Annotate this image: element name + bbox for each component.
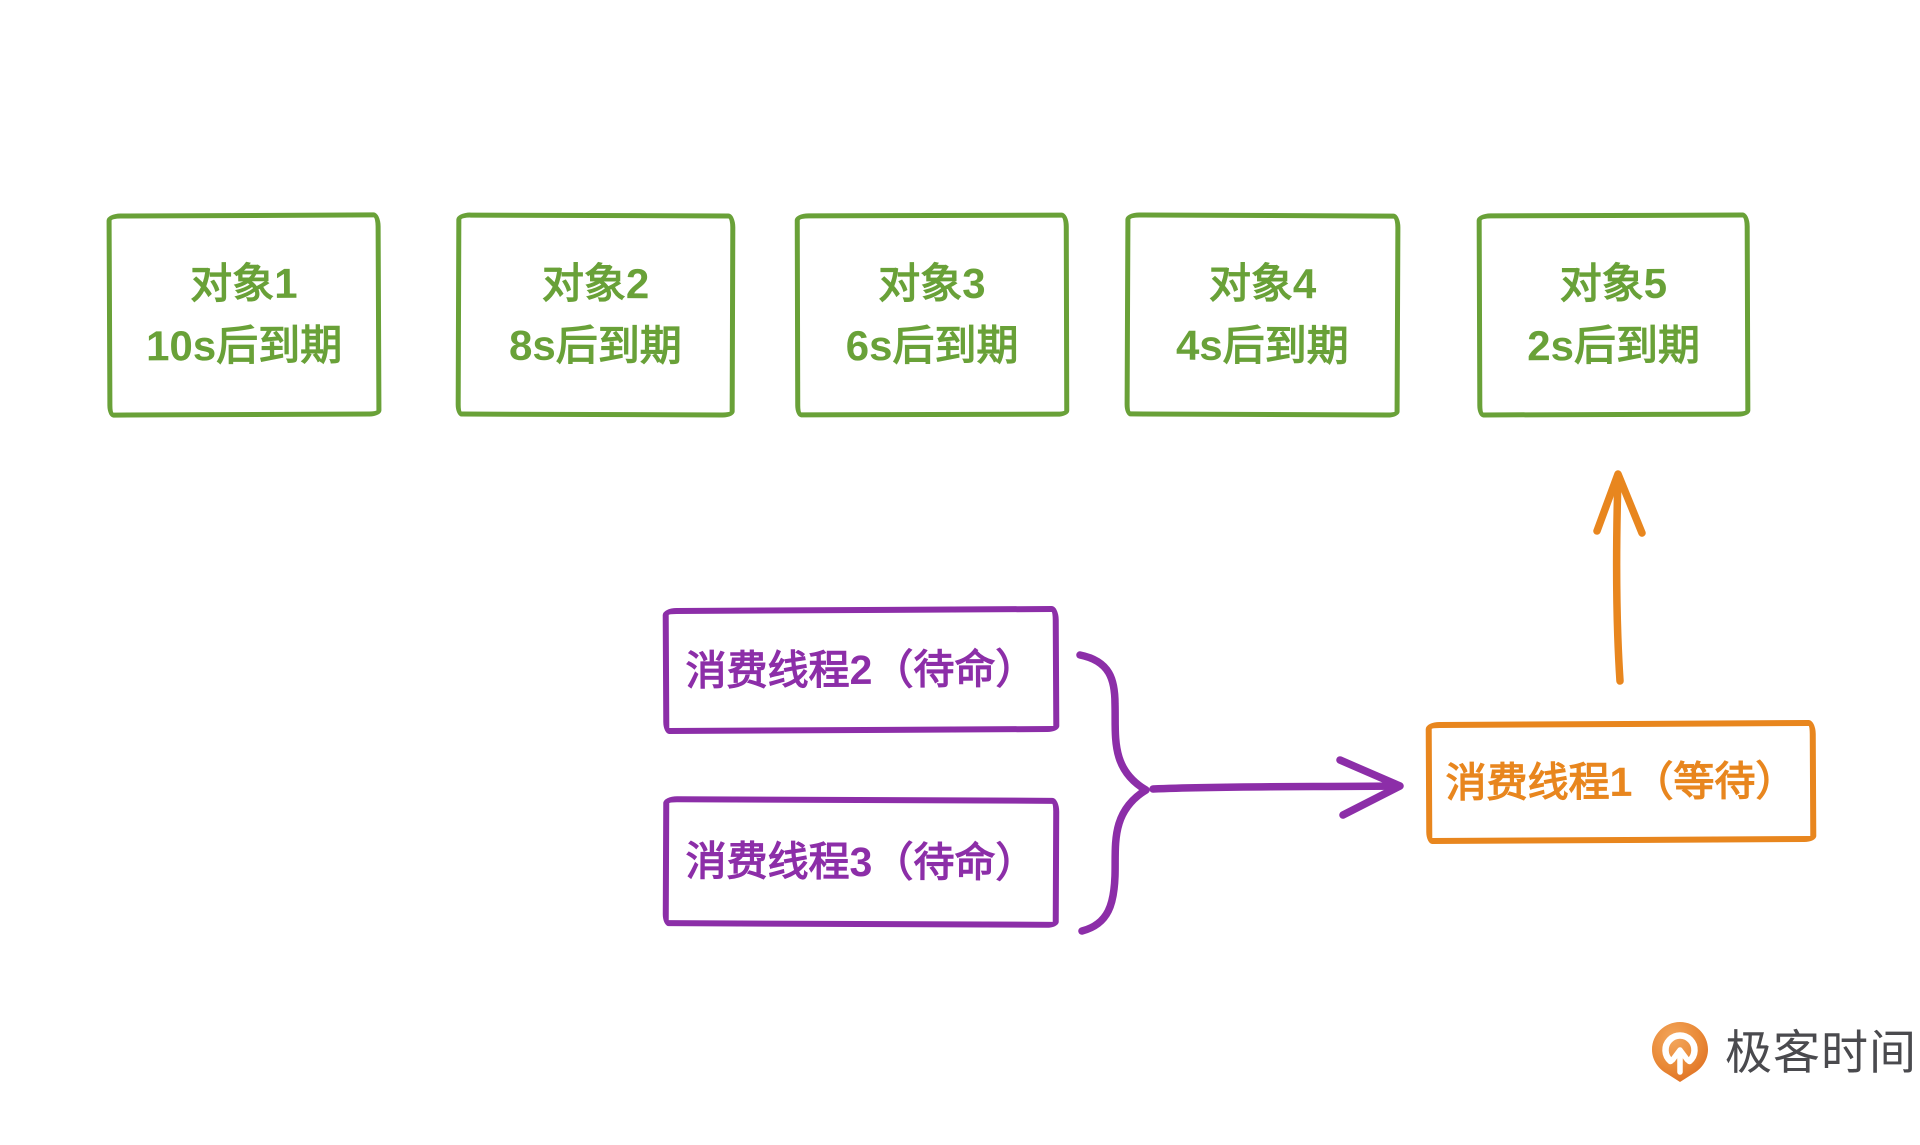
object-expiry: 6s后到期	[845, 321, 1019, 370]
standby-thread-label: 消费线程3（待命）	[685, 837, 1037, 886]
notify-arrow-shaft	[1612, 473, 1624, 685]
merge-arrow-head-icon	[1336, 756, 1404, 819]
waiting-thread-box-1: 消费线程1（等待）	[1425, 719, 1817, 845]
geektime-logo: 极客时间	[1648, 1020, 1917, 1084]
waiting-thread-label: 消费线程1（等待）	[1445, 757, 1797, 806]
geektime-logo-text: 极客时间	[1725, 1025, 1917, 1079]
standby-thread-box-2: 消费线程2（待命）	[662, 605, 1060, 735]
object-name: 对象1	[190, 259, 298, 308]
standby-thread-label: 消费线程2（待命）	[685, 645, 1037, 694]
object-expiry: 8s后到期	[508, 321, 682, 370]
curly-brace-icon	[1076, 651, 1150, 935]
object-box-3: 对象3 6s后到期	[794, 212, 1070, 418]
notify-arrow-head-icon	[1593, 470, 1646, 537]
standby-thread-box-3: 消费线程3（待命）	[662, 796, 1060, 928]
object-box-2: 对象2 8s后到期	[455, 212, 736, 418]
object-box-1: 对象1 10s后到期	[106, 212, 382, 418]
object-name: 对象2	[541, 259, 650, 308]
object-name: 对象3	[878, 259, 986, 308]
geektime-logo-icon	[1652, 1022, 1708, 1082]
object-expiry: 10s后到期	[145, 321, 343, 370]
object-expiry: 4s后到期	[1175, 321, 1349, 370]
object-box-5: 对象5 2s后到期	[1476, 212, 1751, 418]
object-name: 对象5	[1559, 259, 1668, 308]
object-expiry: 2s后到期	[1527, 321, 1701, 370]
object-name: 对象4	[1208, 259, 1317, 308]
object-box-4: 对象4 4s后到期	[1124, 212, 1401, 418]
merge-arrow-shaft	[1149, 782, 1402, 793]
